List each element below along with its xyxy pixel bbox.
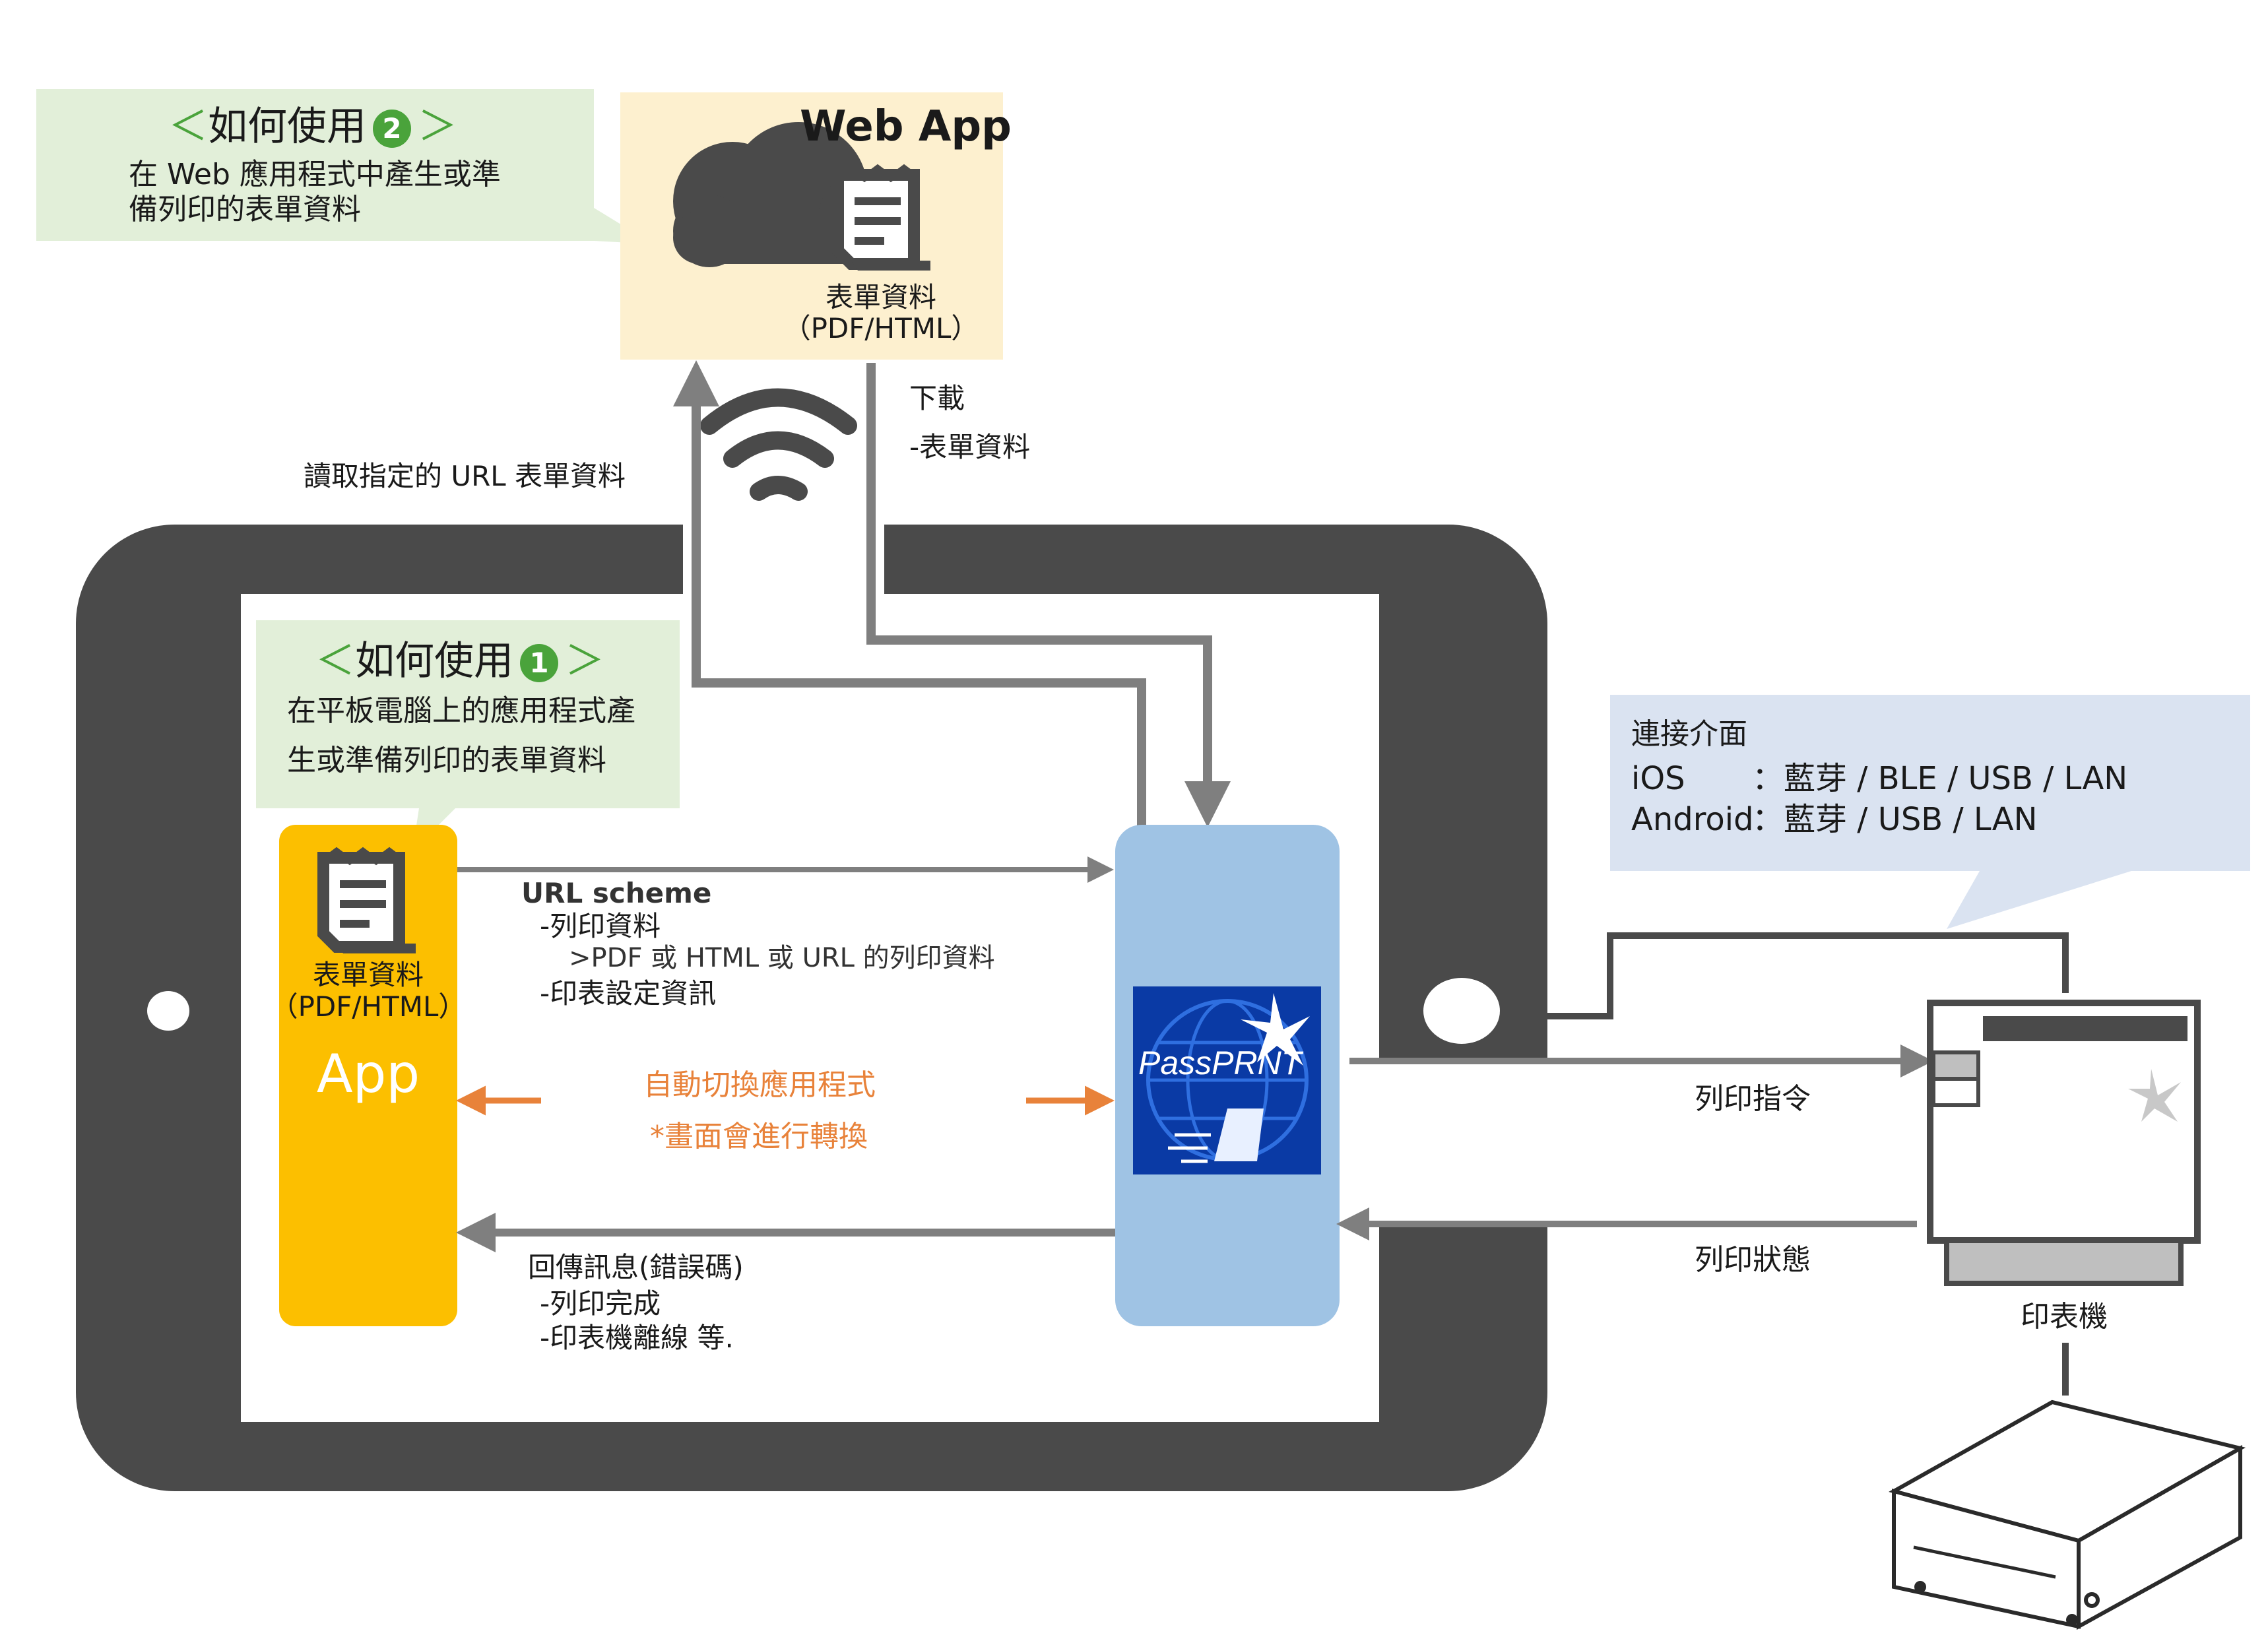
tablet-camera <box>147 991 189 1031</box>
interface-line <box>1547 932 2069 1019</box>
document-icon <box>317 847 416 953</box>
interface-ios-value: ：藍芽 / BLE / USB / LAN <box>1752 760 2128 797</box>
download-label: 下載 <box>909 382 965 414</box>
app-name: App <box>316 1043 420 1105</box>
interface-android-label: Android <box>1631 801 1754 838</box>
url-scheme-item1: -列印資料 <box>540 910 661 942</box>
how-to-use-1-title-text: 如何使用 <box>355 638 513 684</box>
passprnt-logo-icon <box>1133 986 1321 1174</box>
callback-item2: -印表機離線 等. <box>540 1322 734 1354</box>
step-badge-2: 2 <box>373 110 411 148</box>
printer-icon <box>1927 1000 2201 1286</box>
callback-item1: -列印完成 <box>540 1287 661 1320</box>
printer-label: 印表機 <box>2021 1300 2108 1334</box>
how-to-use-2-line1: 在 Web 應用程式中產生或準 <box>129 158 501 191</box>
tablet-home-button[interactable] <box>1423 978 1500 1044</box>
how-to-use-2-line2: 備列印的表單資料 <box>129 193 361 226</box>
url-scheme-item2: -印表設定資訊 <box>540 977 717 1010</box>
how-to-use-2-callout <box>36 89 653 244</box>
web-app-form-format: （PDF/HTML） <box>783 312 979 344</box>
interface-callout <box>1610 695 2250 929</box>
callback-title: 回傳訊息(錯誤碼) <box>528 1251 744 1283</box>
wifi-icon <box>700 388 857 501</box>
how-to-use-1-line2: 生或準備列印的表單資料 <box>287 744 606 777</box>
how-to-use-1-callout <box>256 620 680 851</box>
read-url-arrow <box>673 360 1146 828</box>
how-to-use-1-line1: 在平板電腦上的應用程式產 <box>287 694 635 728</box>
interface-title: 連接介面 <box>1631 717 1747 751</box>
app-form-format: （PDF/HTML） <box>270 990 467 1023</box>
interface-android-value: ：藍芽 / USB / LAN <box>1752 801 2038 838</box>
web-app-form-label: 表單資料 <box>825 281 936 313</box>
bracket-open: ＜ <box>315 638 355 684</box>
url-scheme-title: URL scheme <box>521 877 712 909</box>
print-command-label: 列印指令 <box>1695 1082 1811 1116</box>
cash-drawer-icon <box>1889 1399 2246 1630</box>
auto-switch-line1: 自動切換應用程式 <box>643 1068 876 1102</box>
passprnt-logo-text: PassPRNT <box>1138 1044 1302 1081</box>
how-to-use-2-title-text: 如何使用 <box>208 104 366 150</box>
step-badge-1: 1 <box>520 644 558 683</box>
read-url-label: 讀取指定的 URL 表單資料 <box>304 460 626 492</box>
bracket-close: ＞ <box>565 638 604 684</box>
document-icon <box>832 164 930 271</box>
app-form-label: 表單資料 <box>312 959 424 991</box>
url-scheme-item1-sub: >PDF 或 HTML 或 URL 的列印資料 <box>569 943 995 973</box>
web-app-title: Web App <box>800 102 1012 151</box>
download-item: -表單資料 <box>909 431 1031 463</box>
download-arrow <box>866 363 1231 827</box>
interface-ios-label: iOS <box>1631 760 1685 797</box>
auto-switch-line2: *畫面會進行轉換 <box>650 1120 868 1153</box>
print-status-label: 列印狀態 <box>1695 1243 1811 1277</box>
bracket-close: ＞ <box>418 104 457 150</box>
bracket-open: ＜ <box>168 104 208 150</box>
